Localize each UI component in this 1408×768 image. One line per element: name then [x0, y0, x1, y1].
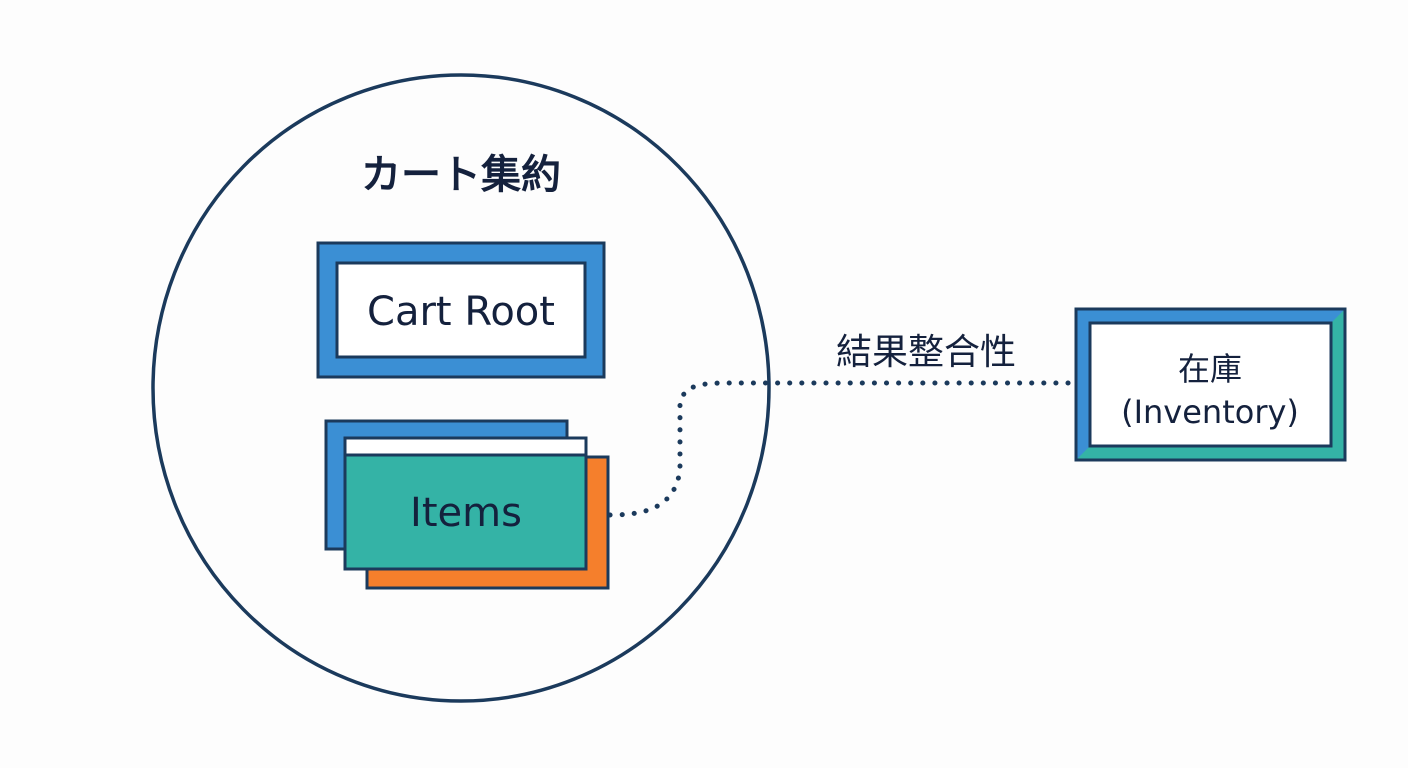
inventory-label-en: (Inventory)	[1121, 393, 1299, 431]
inventory-box: 在庫 (Inventory)	[1074, 307, 1347, 462]
aggregate-title: カート集約	[361, 152, 561, 198]
inventory-label-ja: 在庫	[1178, 350, 1242, 388]
items-stack: Items	[324, 419, 610, 590]
cart-root-label: Cart Root	[367, 289, 555, 335]
eventual-consistency-label: 結果整合性	[836, 332, 1016, 373]
eventual-consistency-connector	[607, 380, 1078, 518]
cart-root-box: Cart Root	[316, 241, 606, 379]
items-card-header	[343, 436, 588, 457]
aggregate-boundary	[151, 73, 771, 703]
items-label: Items	[410, 490, 522, 536]
items-card-front	[343, 436, 588, 571]
